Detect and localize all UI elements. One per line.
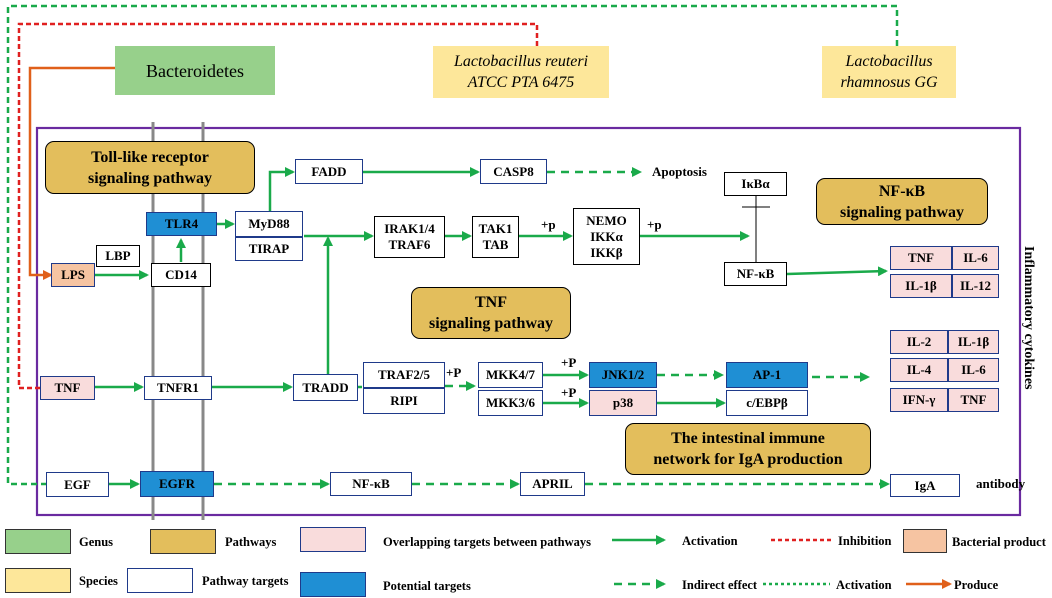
label-plus-p-2: +p [647,217,662,232]
legend-activation2-label: Activation [836,578,892,592]
label-plus-p-5: +P [561,385,577,400]
legend-pathway-targets-label: Pathway targets [202,574,289,588]
legend-inhibition-label: Inhibition [838,534,892,548]
label-apoptosis: Apoptosis [652,164,707,179]
legend-overlap-label: Overlapping targets between pathways [383,535,591,549]
label-antibody: antibody [976,476,1026,491]
species-l-rhamnosus: Lactobacillus rhamnosus GG [822,46,956,98]
inhibition-line [17,22,539,390]
node-jnk12: JNK1/2 [589,362,657,388]
legend-produce-label: Produce [954,578,999,592]
node-april: APRIL [520,472,585,496]
legend-bacterial-product-swatch [903,529,947,553]
node-irak-traf6: IRAK1/4 TRAF6 [374,216,445,258]
node-tak1-tab: TAK1 TAB [472,216,519,258]
cytokine-ifng: IFN-γ [890,388,948,412]
legend-overlap-swatch [300,527,366,552]
legend-genus-label: Genus [79,535,114,549]
label-plus-p-3: +P [446,365,462,380]
cytokine-il12: IL-12 [952,274,999,298]
arrow-nfkb-cytokines [786,266,888,277]
node-myd88: MyD88 [235,211,303,237]
cytokine-tnf-2: TNF [948,388,999,412]
node-p38: p38 [589,390,657,416]
legend-species-label: Species [79,574,118,588]
node-ripi: RIPI [363,388,445,414]
legend-genus-swatch [5,529,71,554]
node-casp8: CASP8 [480,159,547,184]
legend-pathways-label: Pathways [225,535,277,549]
legend-bacterial-product-label: Bacterial product [952,535,1046,549]
cytokine-il2: IL-2 [890,330,948,354]
label-plus-p-1: +p [541,217,556,232]
cytokine-tnf: TNF [890,246,952,270]
node-mkk47: MKK4/7 [478,362,543,388]
node-tnf: TNF [40,376,95,400]
produce-arrow [28,66,115,280]
node-nfkb: NF-κB [724,262,787,286]
pathway-tnf: TNF signaling pathway [411,287,571,339]
node-mkk36: MKK3/6 [478,390,543,416]
legend-pathway-targets-swatch [127,568,193,593]
cytokine-il4: IL-4 [890,358,948,382]
genus-bacteroidetes: Bacteroidetes [115,46,275,95]
legend-potential-targets-swatch [300,572,366,597]
label-plus-p-4: +P [561,355,577,370]
arrow-myd88-fadd [268,167,295,211]
node-fadd: FADD [295,159,363,184]
cytokine-il6-2: IL-6 [948,358,999,382]
pathway-toll-like-receptor: Toll-like receptor signaling pathway [45,141,255,194]
legend-species-swatch [5,568,71,593]
pathway-iga-production: The intestinal immune network for IgA pr… [625,423,871,475]
node-nemo-ikk: NEMO IKKα IKKβ [573,208,640,265]
node-lbp: LBP [96,245,140,267]
node-iga: IgA [890,474,960,497]
node-ikba: IκBα [724,172,787,196]
node-ap1: AP-1 [726,362,808,388]
node-egf: EGF [46,472,109,497]
node-egfr: EGFR [140,471,214,497]
node-tlr4: TLR4 [146,212,217,236]
node-tirap: TIRAP [235,237,303,261]
node-cebpb: c/EBPβ [726,390,808,416]
cytokine-il1b-2: IL-1β [948,330,999,354]
cytokine-il1b: IL-1β [890,274,952,298]
pathway-nfkb: NF-κB signaling pathway [816,178,988,225]
node-lps: LPS [51,263,95,287]
node-traf25: TRAF2/5 [363,362,445,388]
legend-potential-targets-label: Potential targets [383,579,471,593]
node-tradd: TRADD [293,374,358,401]
cell-frame [35,126,1022,517]
legend-indirect-label: Indirect effect [682,578,758,592]
node-tnfr1: TNFR1 [144,376,212,400]
legend-activation-label: Activation [682,534,738,548]
label-inflammatory-cytokines: Inflammatory cytokines [1021,246,1036,390]
node-nfkb-2: NF-κB [330,472,412,496]
cytokine-il6: IL-6 [952,246,999,270]
legend-pathways-swatch [150,529,216,554]
species-l-reuteri: Lactobacillus reuteri ATCC PTA 6475 [433,46,609,98]
node-cd14: CD14 [151,263,211,287]
